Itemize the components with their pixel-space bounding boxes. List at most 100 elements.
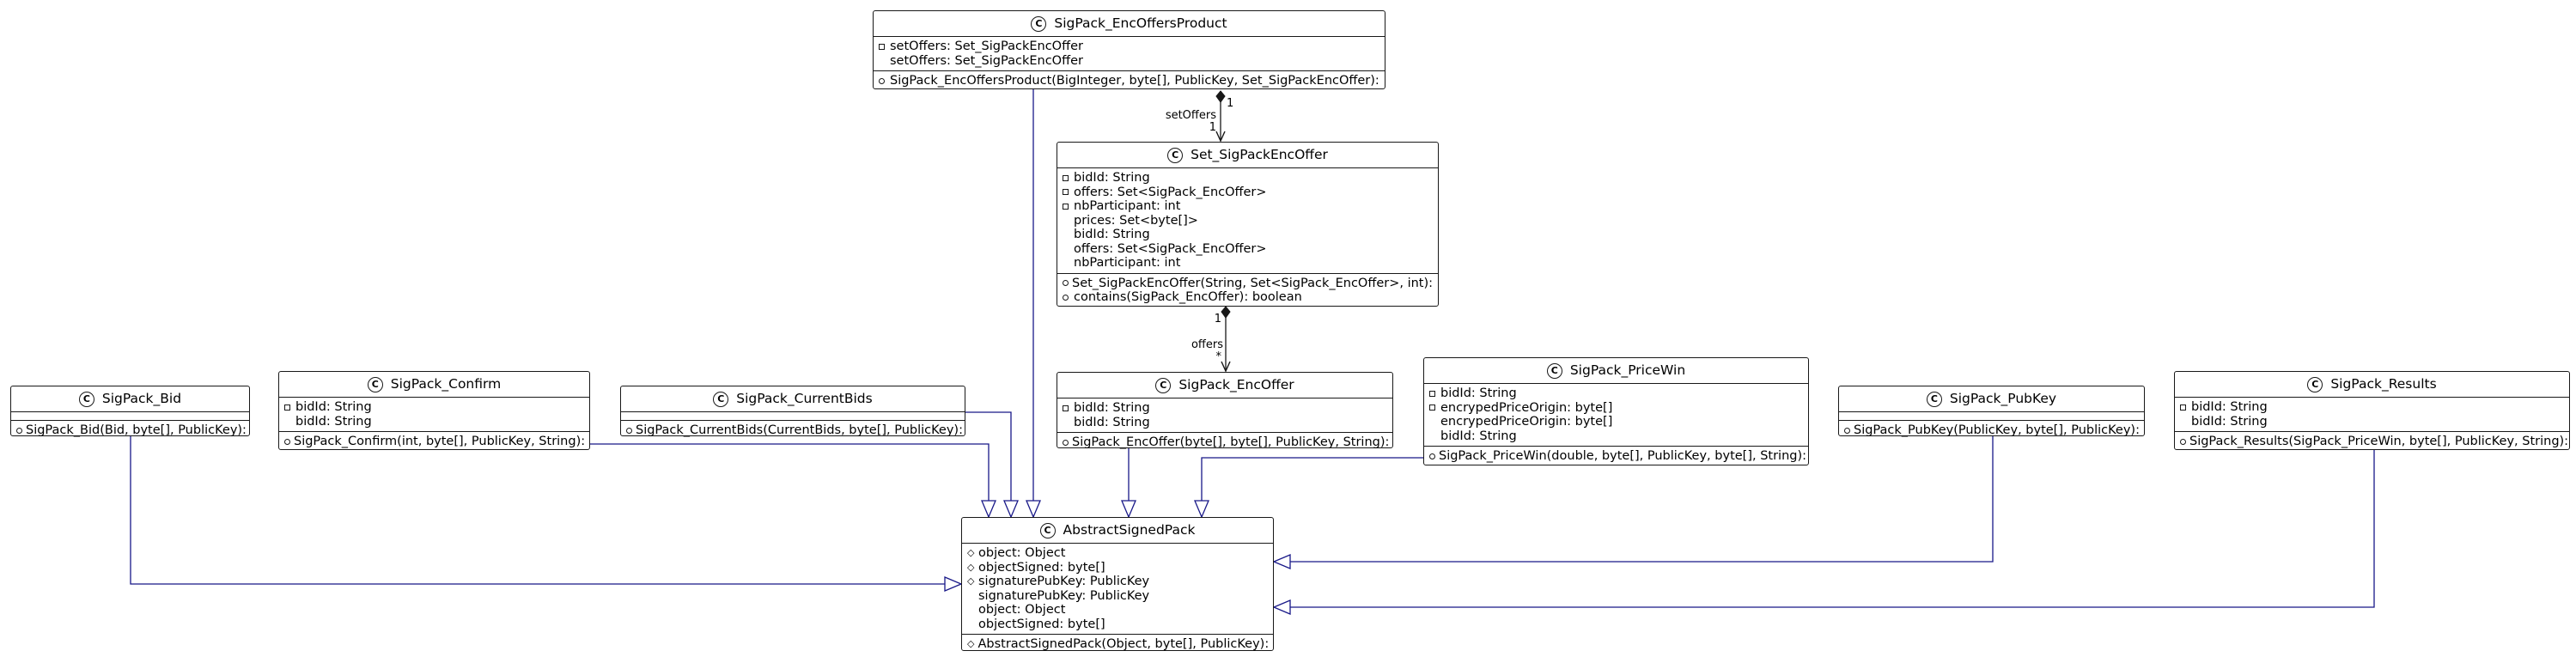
inherit-edge-pubkey (1272, 436, 1994, 569)
field-row-text: bidId: String (295, 414, 372, 429)
methods-section: SigPack_CurrentBids(CurrentBids, byte[],… (621, 421, 965, 441)
visibility-public-icon (1429, 453, 1435, 459)
field-row-text: object: Object (978, 603, 1066, 617)
method-row-text: SigPack_CurrentBids(CurrentBids, byte[],… (636, 423, 963, 437)
method-row-text: SigPack_EncOffer(byte[], byte[], PublicK… (1072, 435, 1390, 449)
field-row: bidId: String (1429, 429, 1803, 444)
visibility-protected-icon (967, 637, 974, 652)
class-circle-icon: C (2307, 376, 2323, 392)
visibility-protected-icon (967, 561, 975, 575)
class-header: C SigPack_Results (2175, 372, 2569, 398)
class-name: SigPack_EncOffersProduct (1054, 15, 1227, 32)
field-row-text: objectSigned: byte[] (978, 617, 1105, 631)
visibility-public-icon (16, 428, 22, 434)
method-row-text: SigPack_Results(SigPack_PriceWin, byte[]… (2189, 435, 2569, 448)
field-row: bidId: String (1429, 386, 1803, 401)
setoffers-role-label: setOffers (1165, 109, 1216, 122)
field-row: setOffers: Set_SigPackEncOffer (879, 54, 1379, 69)
field-row-text: bidId: String (1074, 228, 1150, 241)
visibility-private-icon (1063, 175, 1070, 181)
fields-section (621, 412, 965, 421)
class-circle-icon: C (1167, 147, 1184, 163)
method-row-text: SigPack_Confirm(int, byte[], PublicKey, … (294, 435, 586, 448)
field-row-text: objectSigned: byte[] (978, 560, 1105, 575)
inherit-edge-pricewin (1194, 457, 1423, 519)
field-row: nbParticipant: int (1063, 256, 1433, 271)
class-circle-icon: C (367, 376, 383, 392)
method-row: SigPack_PriceWin(double, byte[], PublicK… (1429, 449, 1807, 464)
method-row: SigPack_Results(SigPack_PriceWin, byte[]… (2180, 435, 2568, 449)
methods-section: SigPack_Results(SigPack_PriceWin, byte[]… (2175, 432, 2569, 452)
class-header: C SigPack_Confirm (279, 372, 589, 398)
method-row-text: SigPack_PubKey(PublicKey, byte[], Public… (1854, 423, 2140, 437)
field-row: bidId: String (1063, 401, 1387, 416)
field-row: signaturePubKey: PublicKey (967, 589, 1268, 604)
field-row-text: offers: Set<SigPack_EncOffer> (1074, 241, 1267, 256)
inherit-edge-bid (130, 436, 963, 592)
method-row: Set_SigPackEncOffer(String, Set<SigPack_… (1063, 277, 1433, 291)
class-name: SigPack_PubKey (1949, 391, 2057, 407)
field-row-text: encrypedPriceOrigin: byte[] (1440, 415, 1613, 429)
field-row: bidId: String (284, 415, 584, 429)
visibility-private-icon (1063, 204, 1070, 210)
visibility-public-icon (1063, 280, 1069, 286)
fields-section (11, 412, 249, 421)
class-name: SigPack_Results (2330, 376, 2437, 392)
method-row-text: SigPack_EncOffersProduct(BigInteger, byt… (890, 74, 1379, 88)
class-name: SigPack_Confirm (390, 376, 502, 392)
field-row: offers: Set<SigPack_EncOffer> (1063, 242, 1433, 257)
class-abstractsignedpack[interactable]: CAbstractSignedPackobject: ObjectobjectS… (961, 517, 1274, 651)
methods-section: SigPack_PriceWin(double, byte[], PublicK… (1424, 447, 1808, 466)
field-row: setOffers: Set_SigPackEncOffer (879, 40, 1379, 54)
field-row: objectSigned: byte[] (967, 561, 1268, 575)
field-row-text: signaturePubKey: PublicKey (978, 588, 1150, 603)
visibility-public-icon (284, 439, 290, 445)
visibility-private-icon (879, 44, 886, 50)
field-row: bidId: String (284, 400, 584, 415)
offers-role-label: offers (1191, 338, 1223, 351)
method-row: SigPack_CurrentBids(CurrentBids, byte[],… (626, 423, 963, 438)
offers-target-multiplicity: * (1215, 350, 1222, 363)
field-row: object: Object (967, 546, 1268, 561)
field-row: prices: Set<byte[]> (1063, 214, 1433, 228)
methods-section: Set_SigPackEncOffer(String, Set<SigPack_… (1057, 274, 1438, 307)
field-row: bidId: String (2180, 400, 2564, 415)
field-row: object: Object (967, 603, 1268, 617)
field-row-text: object: Object (978, 546, 1066, 560)
class-circle-icon: C (1546, 362, 1562, 379)
method-row: contains(SigPack_EncOffer): boolean (1063, 290, 1433, 305)
visibility-public-icon (879, 78, 886, 84)
method-row-text: SigPack_PriceWin(double, byte[], PublicK… (1439, 449, 1807, 463)
method-row: SigPack_Confirm(int, byte[], PublicKey, … (284, 435, 586, 449)
inherit-edge-confirm (590, 443, 996, 519)
class-circle-icon: C (1039, 522, 1056, 538)
class-name: SigPack_Bid (101, 391, 182, 407)
method-row: AbstractSignedPack(Object, byte[], Publi… (967, 637, 1269, 652)
visibility-private-icon (284, 405, 292, 411)
methods-section: SigPack_EncOffer(byte[], byte[], PublicK… (1057, 433, 1392, 453)
visibility-protected-icon (967, 546, 975, 561)
methods-section: SigPack_EncOffersProduct(BigInteger, byt… (874, 71, 1385, 91)
class-name: SigPack_CurrentBids (736, 391, 873, 407)
offers-source-multiplicity: 1 (1214, 313, 1221, 325)
method-row: SigPack_Bid(Bid, byte[], PublicKey): (16, 423, 247, 438)
